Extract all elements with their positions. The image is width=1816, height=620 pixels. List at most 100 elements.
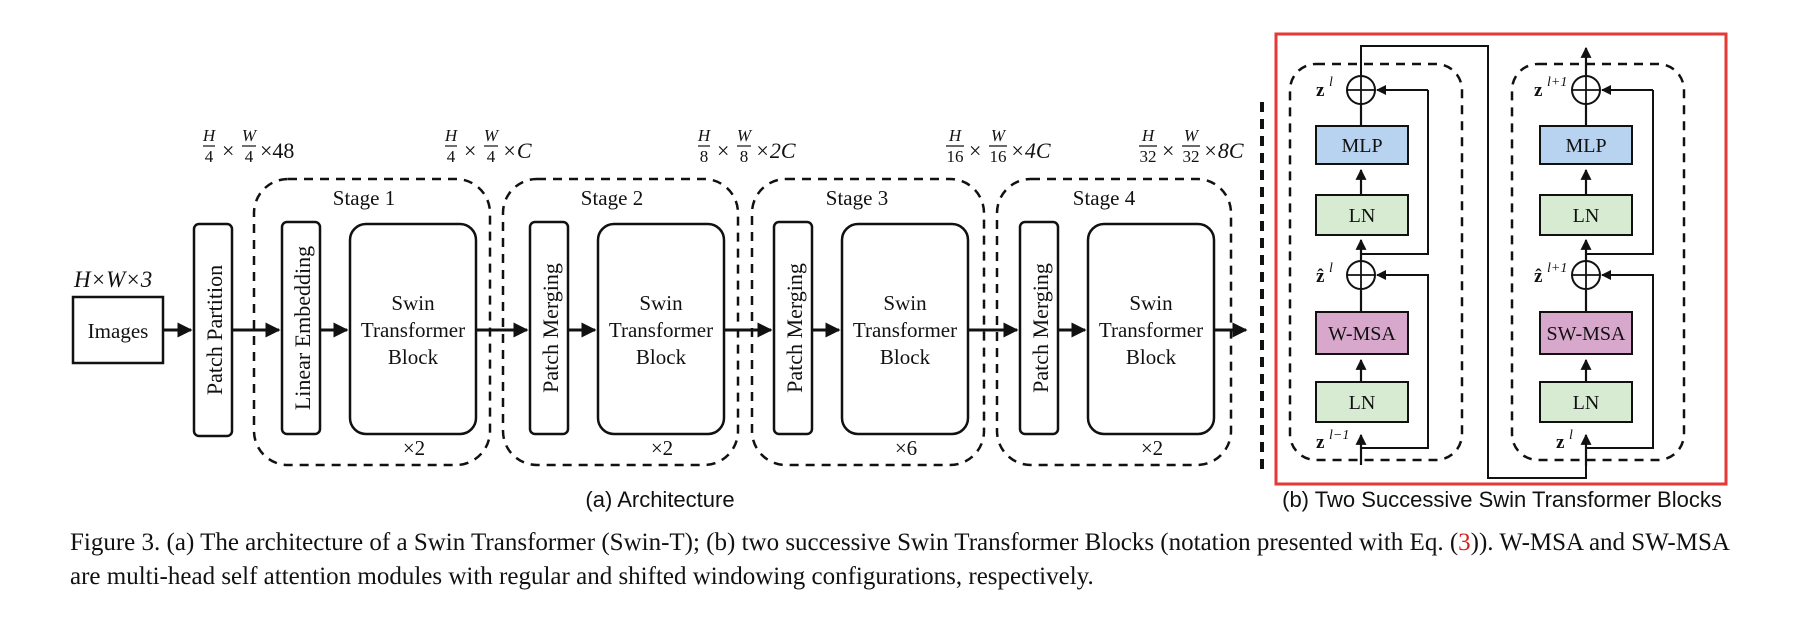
caption-a: (a) Architecture: [585, 487, 734, 512]
svg-text:W: W: [991, 126, 1007, 145]
ln-box: [1315, 381, 1409, 423]
svg-text:W: W: [242, 126, 258, 145]
svg-text:SW-MSA: SW-MSA: [1547, 323, 1626, 345]
images-label: Images: [88, 319, 149, 343]
svg-text:Stage 2: Stage 2: [581, 186, 643, 210]
svg-text:Transformer: Transformer: [853, 318, 957, 342]
svg-text:z: z: [1534, 80, 1543, 101]
svg-text:l−1: l−1: [1329, 428, 1349, 443]
svg-text:×4C: ×4C: [1010, 138, 1051, 163]
svg-text:16: 16: [947, 147, 964, 166]
svg-text:32: 32: [1140, 147, 1157, 166]
svg-text:×: ×: [1162, 138, 1174, 163]
svg-text:Swin: Swin: [883, 291, 927, 315]
stage-4: Stage 4 Patch Merging Swin Transformer B…: [995, 177, 1233, 467]
stage-1: Stage 1 Linear Embedding Swin Transforme…: [252, 177, 492, 467]
svg-text:4: 4: [447, 147, 456, 166]
svg-text:×2: ×2: [1141, 436, 1163, 460]
svg-text:16: 16: [990, 147, 1007, 166]
svg-text:Linear Embedding: Linear Embedding: [290, 246, 315, 410]
svg-text:Block: Block: [388, 345, 439, 369]
svg-text:MLP: MLP: [1565, 135, 1606, 157]
svg-text:Patch Merging: Patch Merging: [1028, 263, 1053, 393]
svg-text:Transformer: Transformer: [361, 318, 465, 342]
svg-text:LN: LN: [1573, 392, 1600, 414]
dim-label-4: H 32 × W 32 ×8C: [1139, 126, 1244, 166]
patch-merging-box-3: [772, 220, 814, 436]
svg-text:×: ×: [222, 138, 234, 163]
ln-box: [1315, 194, 1409, 236]
svg-text:8: 8: [740, 147, 749, 166]
svg-text:l: l: [1329, 75, 1333, 90]
svg-text:ẑ: ẑ: [1316, 266, 1325, 287]
dim-label-1: H 4 × W 4 ×C: [444, 126, 532, 166]
dim-label-2: H 8 × W 8 ×2C: [697, 126, 796, 166]
dim-label-0: H 4 × W 4 ×48: [202, 126, 295, 166]
svg-text:×2C: ×2C: [755, 138, 796, 163]
svg-text:H: H: [202, 126, 217, 145]
equation-ref-link[interactable]: 3: [1458, 529, 1471, 556]
svg-text:Stage 1: Stage 1: [333, 186, 395, 210]
svg-text:l+1: l+1: [1547, 75, 1567, 90]
patch-partition-label: Patch Partition: [202, 265, 227, 395]
svg-text:H: H: [697, 126, 712, 145]
svg-text:4: 4: [245, 147, 254, 166]
svg-text:×6: ×6: [895, 436, 917, 460]
svg-text:×2: ×2: [651, 436, 673, 460]
images-box: [71, 295, 165, 365]
svg-text:×48: ×48: [260, 138, 294, 163]
patch-merging-box-4: [1018, 220, 1060, 436]
dim-label-3: H 16 × W 16 ×4C: [946, 126, 1051, 166]
swin-block-a: LN W-MSA LN MLP z l ẑ l z l−1: [1288, 62, 1464, 465]
svg-text:Block: Block: [880, 345, 931, 369]
svg-text:W-MSA: W-MSA: [1328, 323, 1396, 345]
input-dims-label: H×W×3: [73, 267, 152, 292]
svg-text:Stage 3: Stage 3: [826, 186, 888, 210]
successive-blocks-frame: [1274, 32, 1728, 486]
svg-text:W: W: [737, 126, 753, 145]
svg-text:×8C: ×8C: [1203, 138, 1244, 163]
svg-text:ẑ: ẑ: [1534, 266, 1543, 287]
svg-text:H: H: [948, 126, 963, 145]
svg-text:W: W: [484, 126, 500, 145]
svg-text:z: z: [1556, 432, 1565, 453]
figure-caption-part2: )). W-MSA and SW-MSA are multi-head self…: [70, 529, 1729, 590]
svg-text:Block: Block: [1126, 345, 1177, 369]
svg-text:LN: LN: [1349, 392, 1376, 414]
svg-text:Swin: Swin: [639, 291, 683, 315]
swin-block-b: LN SW-MSA LN MLP z l+1 ẑ l+1 z l: [1510, 46, 1686, 466]
svg-text:l: l: [1569, 428, 1573, 443]
svg-text:Patch Merging: Patch Merging: [782, 263, 807, 393]
svg-text:Patch Merging: Patch Merging: [538, 263, 563, 393]
svg-text:8: 8: [700, 147, 709, 166]
figure-caption: Figure 3. (a) The architecture of a Swin…: [70, 526, 1730, 594]
svg-text:4: 4: [205, 147, 214, 166]
svg-text:×: ×: [717, 138, 729, 163]
svg-text:×2: ×2: [403, 436, 425, 460]
svg-text:Block: Block: [636, 345, 687, 369]
svg-text:4: 4: [487, 147, 496, 166]
svg-text:Swin: Swin: [1129, 291, 1173, 315]
svg-text:Transformer: Transformer: [609, 318, 713, 342]
svg-text:W: W: [1184, 126, 1200, 145]
svg-text:H: H: [444, 126, 459, 145]
svg-text:H: H: [1141, 126, 1156, 145]
block-a-to-block-b-connector: [1360, 45, 1587, 479]
linear-embedding-box: [280, 220, 322, 436]
stage-3: Stage 3 Patch Merging Swin Transformer B…: [750, 177, 986, 467]
svg-text:l+1: l+1: [1547, 261, 1567, 276]
sw-msa-box: [1539, 311, 1633, 355]
svg-text:LN: LN: [1573, 205, 1600, 227]
svg-text:l: l: [1329, 261, 1333, 276]
svg-text:×C: ×C: [502, 138, 532, 163]
svg-text:×: ×: [969, 138, 981, 163]
svg-text:z: z: [1316, 432, 1325, 453]
caption-b: (b) Two Successive Swin Transformer Bloc…: [1282, 487, 1722, 512]
svg-text:Swin: Swin: [391, 291, 435, 315]
patch-merging-box-2: [528, 220, 570, 436]
svg-text:×: ×: [464, 138, 476, 163]
svg-text:Transformer: Transformer: [1099, 318, 1203, 342]
svg-text:MLP: MLP: [1341, 135, 1382, 157]
svg-text:Stage 4: Stage 4: [1073, 186, 1136, 210]
